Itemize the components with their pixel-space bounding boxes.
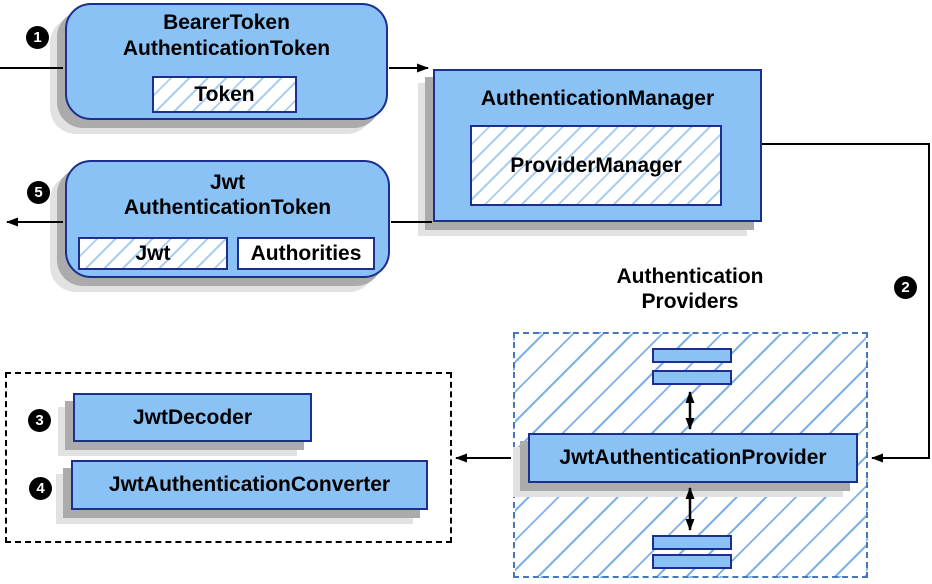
jwt-authentication-provider-label: JwtAuthenticationProvider (559, 446, 827, 469)
provider-placeholder-bar-bottom-2 (652, 554, 732, 569)
token-chip: Token (152, 76, 297, 113)
authentication-providers-label: Authentication Providers (575, 264, 805, 314)
authentication-providers-label-line2: Providers (641, 290, 739, 313)
jwt-decoder-box: JwtDecoder (73, 393, 312, 442)
provider-placeholder-bar-bottom-1 (652, 535, 732, 550)
step-5-badge: 5 (27, 181, 50, 204)
bearer-token-title: BearerToken AuthenticationToken (67, 5, 386, 62)
jwt-decoder-label: JwtDecoder (132, 405, 253, 429)
step-4-badge: 4 (29, 477, 52, 500)
decoder-converter-group-box (5, 372, 452, 543)
bearer-token-title-line1: BearerToken (163, 11, 290, 34)
authentication-providers-label-line1: Authentication (616, 265, 764, 288)
bearer-token-authentication-token-box: BearerToken AuthenticationToken Token (65, 3, 388, 120)
authentication-manager-title: AuthenticationManager (480, 87, 715, 110)
jwt-token-title: Jwt AuthenticationToken (67, 162, 388, 220)
step-1-badge: 1 (26, 26, 49, 49)
jwt-token-title-line1: Jwt (209, 171, 245, 194)
provider-manager-chip: ProviderManager (470, 125, 722, 206)
step-2-badge: 2 (894, 276, 917, 299)
jwt-authentication-converter-box: JwtAuthenticationConverter (71, 460, 428, 510)
provider-placeholder-bar-top-1 (652, 348, 732, 363)
authorities-chip-label: Authorities (250, 241, 362, 265)
jwt-authentication-provider-box: JwtAuthenticationProvider (528, 433, 858, 483)
authentication-manager-box: AuthenticationManager ProviderManager (433, 69, 762, 222)
bearer-token-title-line2: AuthenticationToken (122, 37, 331, 60)
authorities-chip: Authorities (237, 237, 375, 270)
jwt-chip-label: Jwt (135, 241, 171, 265)
jwt-chip: Jwt (78, 237, 228, 270)
step-3-badge: 3 (28, 409, 51, 432)
jwt-token-title-line2: AuthenticationToken (123, 196, 332, 219)
provider-placeholder-bar-top-2 (652, 370, 732, 385)
token-chip-label: Token (194, 82, 255, 106)
provider-manager-chip-label: ProviderManager (510, 153, 682, 177)
jwt-authentication-converter-label: JwtAuthenticationConverter (108, 473, 391, 496)
jwt-authentication-token-box: Jwt AuthenticationToken Jwt Authorities (65, 160, 390, 278)
